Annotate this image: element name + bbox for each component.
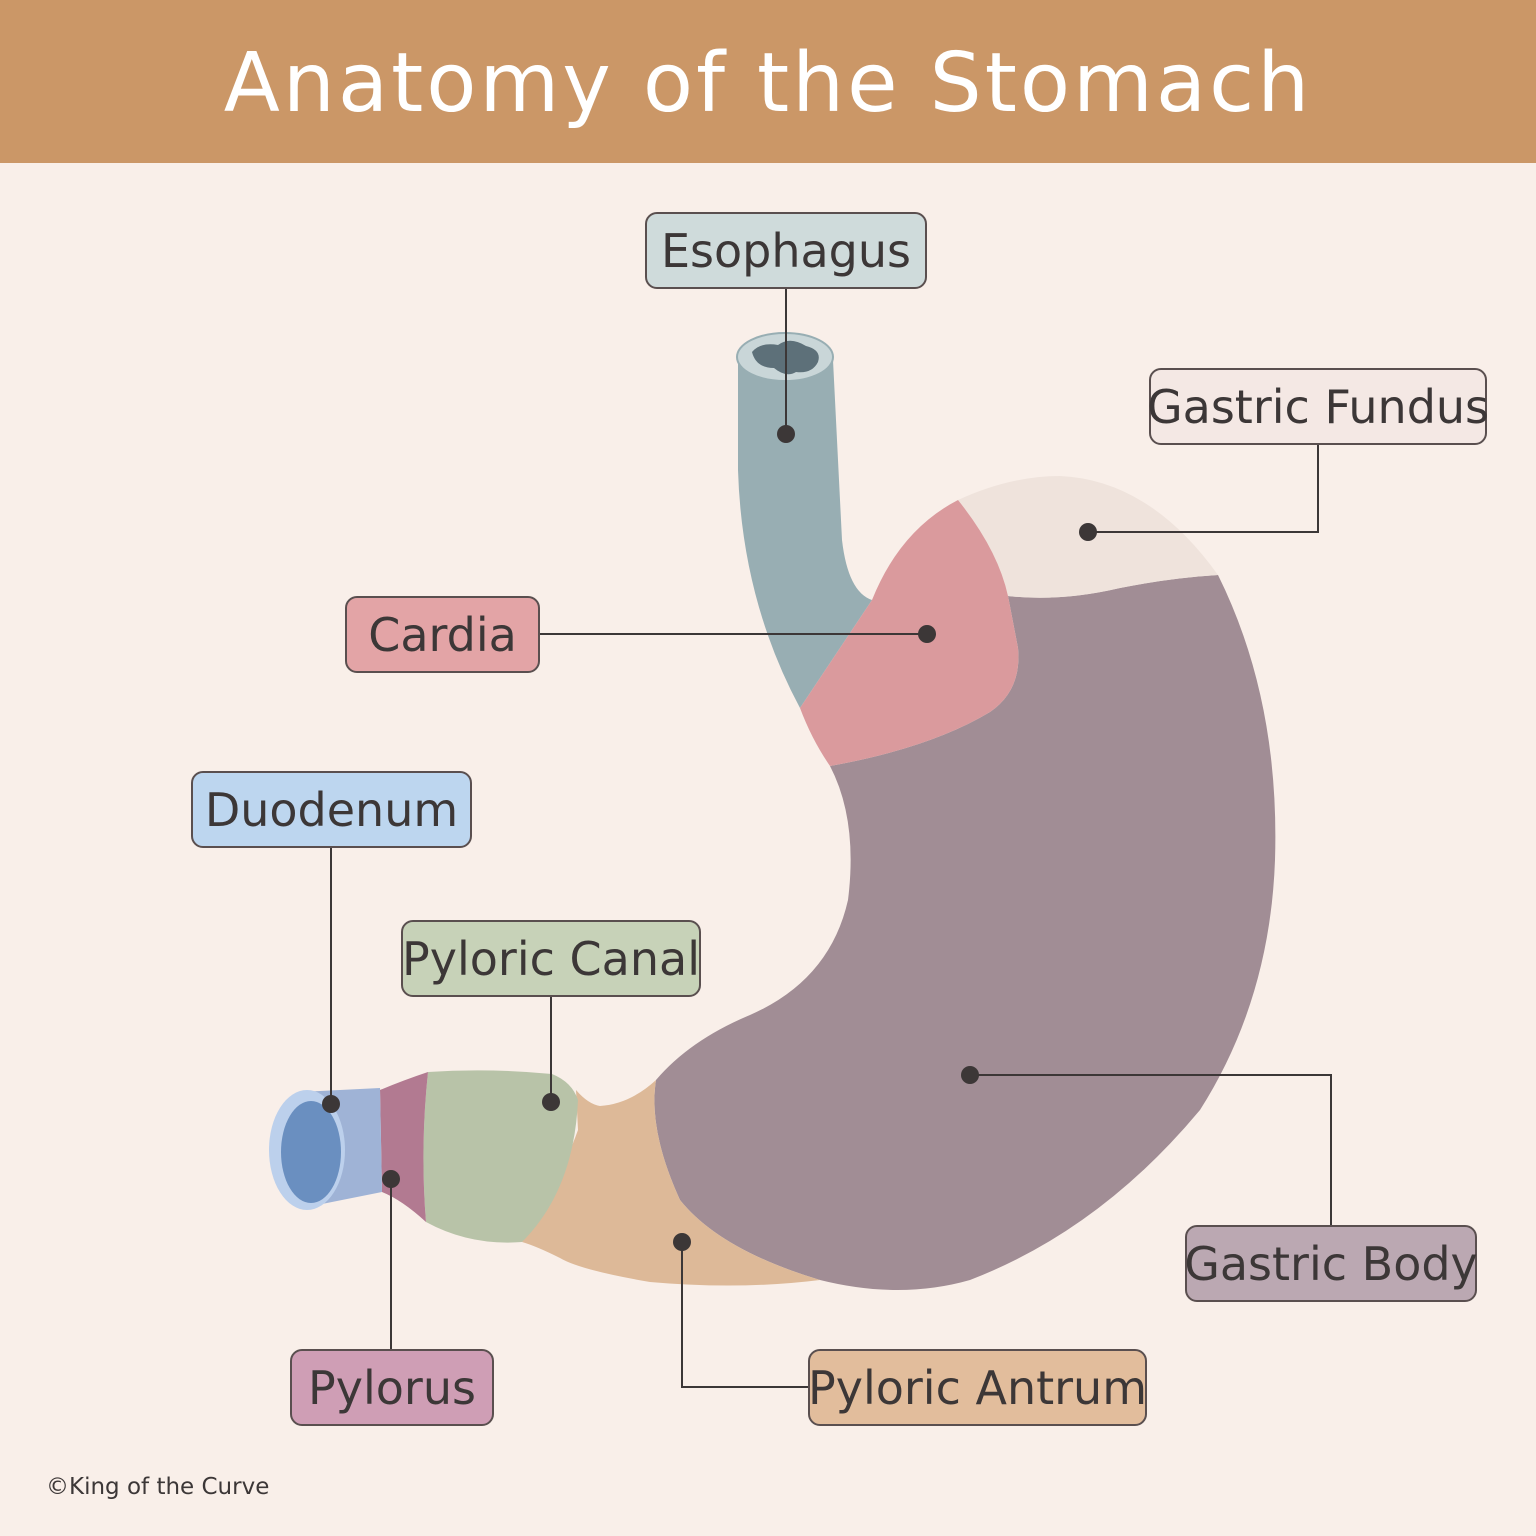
dot-duodenum [322,1095,340,1113]
label-gastric-body: Gastric Body [1184,1225,1478,1302]
title-banner: Anatomy of the Stomach [0,0,1536,163]
label-pyloric-antrum: Pyloric Antrum [808,1349,1147,1426]
dot-pyloric-canal [542,1093,560,1111]
label-pylorus: Pylorus [290,1349,494,1426]
dot-pyloric-antrum [673,1233,691,1251]
label-pyloric-canal: Pyloric Canal [401,920,701,997]
dot-pylorus [382,1170,400,1188]
dot-gastric-fundus [1079,523,1097,541]
page-title: Anatomy of the Stomach [223,36,1313,131]
leader-line-gastric-fundus [1088,444,1319,533]
esophagus-region [738,358,872,708]
duodenum-lumen [281,1101,341,1203]
label-duodenum: Duodenum [191,771,472,848]
dot-cardia [918,625,936,643]
leader-line-gastric-body [970,1074,1332,1225]
pyloric-canal-region [423,1070,578,1243]
pylorus-region [380,1072,428,1222]
leader-line-pyloric-antrum [681,1242,808,1388]
leader-lines [330,289,1332,1388]
label-gastric-fundus: Gastric Fundus [1147,368,1489,445]
pyloric-antrum-region [522,1080,820,1286]
copyright-footer: ©King of the Curve [46,1474,270,1500]
pointer-dots [322,425,1097,1251]
label-cardia: Cardia [345,596,540,673]
dot-gastric-body [961,1066,979,1084]
gastric-body-region [654,575,1276,1290]
label-esophagus: Esophagus [645,212,927,289]
dot-esophagus [777,425,795,443]
